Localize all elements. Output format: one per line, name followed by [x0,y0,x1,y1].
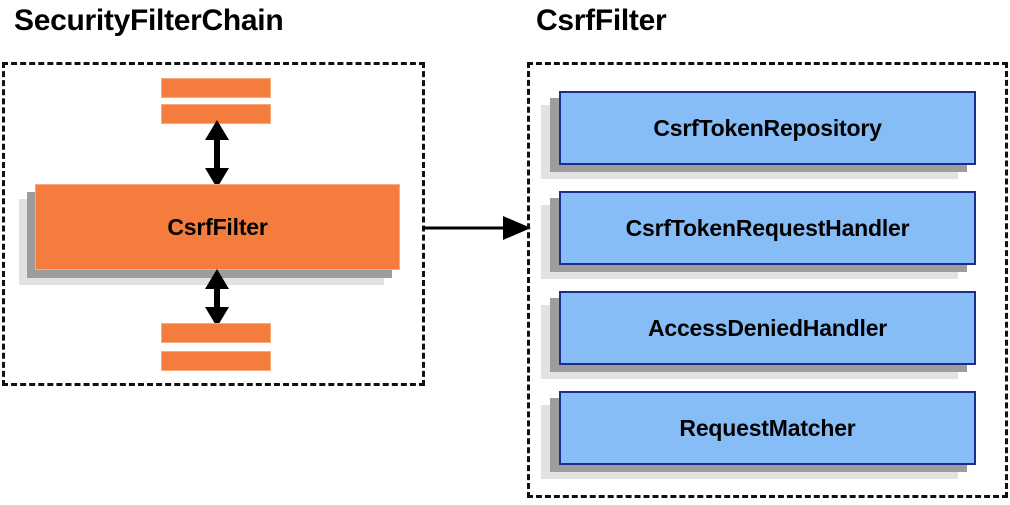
panel-title-csrffilter: CsrfFilter [536,4,667,37]
collaborator-label: AccessDeniedHandler [647,314,888,341]
collaborator-box-csrftokenrequesthandler[interactable]: CsrfTokenRequestHandler [559,191,976,265]
filter-bar-top-1 [161,78,271,98]
filter-box-csrffilter-label: CsrfFilter [167,213,268,240]
collaborator-box-csrftokenrepository[interactable]: CsrfTokenRepository [559,91,976,165]
connector-double-arrow-top [205,120,229,188]
collaborator-label: CsrfTokenRequestHandler [625,214,910,241]
filter-bar-bottom-1 [161,323,271,343]
collaborator-box-accessdeniedhandler[interactable]: AccessDeniedHandler [559,291,976,365]
filter-box-csrffilter[interactable]: CsrfFilter [35,184,400,270]
connector-arrow-csrffilter-detail [423,216,531,240]
connector-double-arrow-bottom [205,269,229,327]
collaborator-label: CsrfTokenRepository [653,114,882,141]
panel-csrffilter [527,62,1008,498]
collaborator-label: RequestMatcher [679,414,856,441]
panel-title-securityfilterchain: SecurityFilterChain [14,4,284,37]
filter-bar-bottom-2 [161,351,271,371]
panel-securityfilterchain [2,62,425,386]
collaborator-box-requestmatcher[interactable]: RequestMatcher [559,391,976,465]
